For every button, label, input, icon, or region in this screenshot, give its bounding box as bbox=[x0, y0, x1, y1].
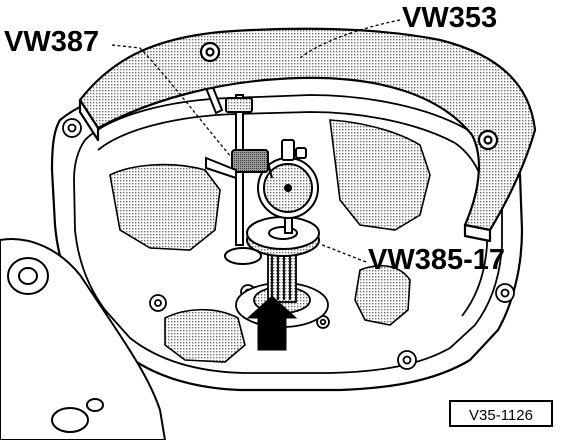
case-lower-left bbox=[0, 238, 167, 440]
direction-arrow bbox=[246, 295, 298, 351]
gauge-holder bbox=[204, 83, 273, 265]
leader-lines bbox=[111, 19, 401, 263]
callout-vw385-17: VW385-17 bbox=[368, 244, 506, 276]
callout-vw387: VW387 bbox=[4, 26, 100, 58]
dial-gauge bbox=[257, 139, 319, 234]
bridge-tool-vw353 bbox=[78, 27, 537, 243]
adapter-disc bbox=[246, 216, 320, 257]
inner-structure bbox=[109, 119, 431, 363]
callout-vw353: VW353 bbox=[402, 2, 498, 34]
figure-code-label: V35-1126 bbox=[449, 400, 553, 427]
